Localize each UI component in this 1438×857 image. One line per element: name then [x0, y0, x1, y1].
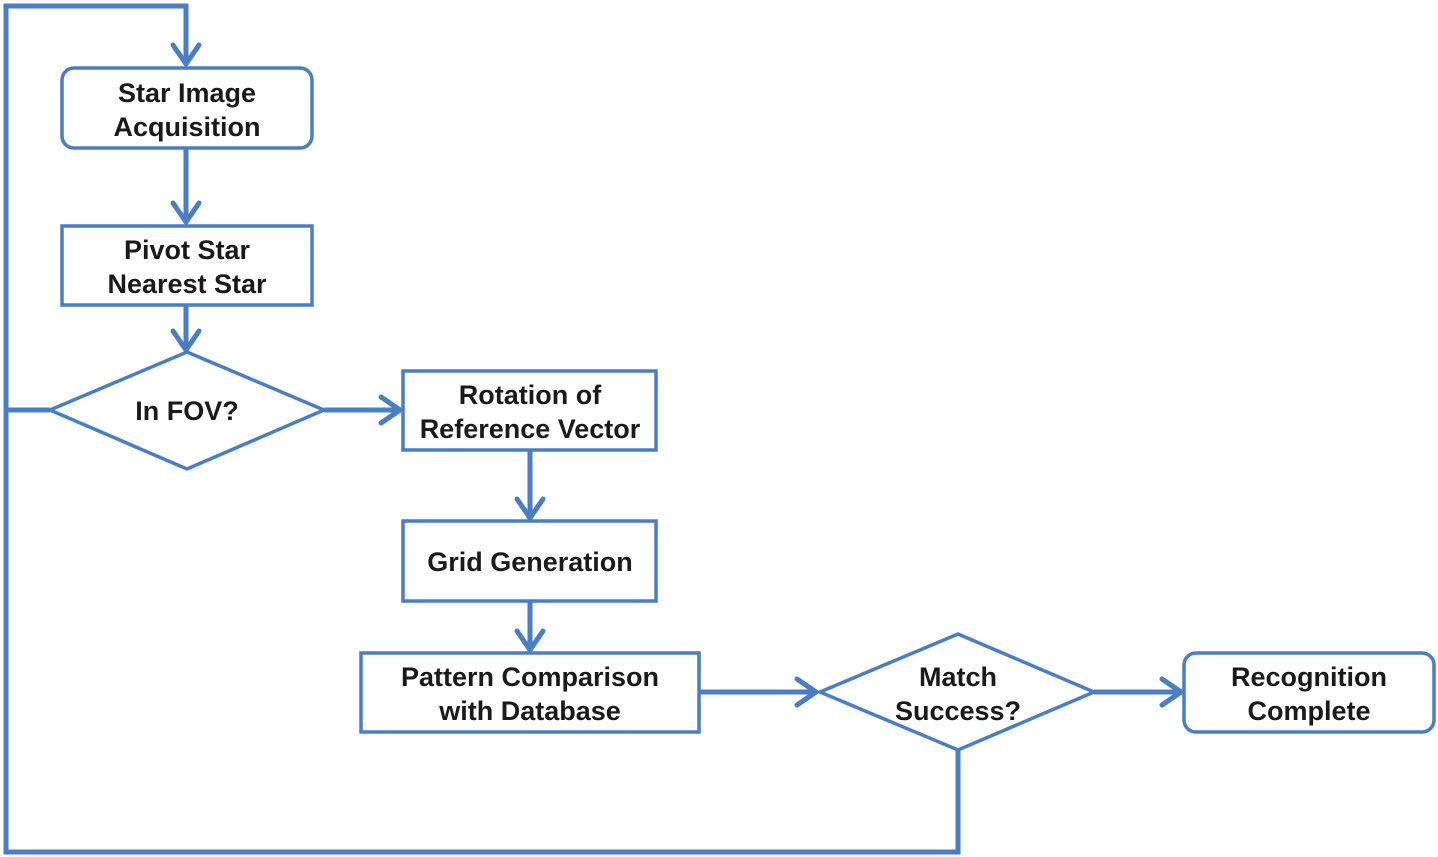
node-grid-generation: Grid Generation: [401, 519, 658, 603]
arrowhead-into-infov: [170, 328, 202, 353]
arrowhead-into-rotation: [378, 394, 403, 426]
node-star-image-acquisition-line-2: Acquisition: [114, 112, 261, 142]
node-rotation-line-2: Reference Vector: [420, 414, 641, 444]
node-pattern-comparison-line-2: with Database: [438, 696, 621, 726]
node-recognition-complete-line-2: Complete: [1247, 696, 1370, 726]
arrowhead-into-pattern: [514, 628, 546, 653]
node-match-success-line-1: Match: [919, 662, 997, 692]
node-match-success-line-2: Success?: [895, 696, 1021, 726]
node-rotation-reference-vector: Rotation of Reference Vector: [401, 369, 658, 452]
node-match-success: Match Success?: [815, 632, 1099, 752]
node-pivot-star: Pivot Star Nearest Star: [60, 224, 314, 307]
node-grid-generation-line-1: Grid Generation: [427, 547, 633, 577]
arrowhead-into-pivot: [170, 200, 202, 225]
node-pattern-comparison: Pattern Comparison with Database: [359, 651, 701, 734]
node-in-fov: In FOV?: [45, 350, 329, 471]
connector-match-loop-back: [3, 410, 961, 855]
node-rotation-line-1: Rotation of: [459, 380, 602, 410]
node-pattern-comparison-line-1: Pattern Comparison: [401, 662, 659, 692]
node-star-image-acquisition: Star Image Acquisition: [60, 66, 314, 150]
node-pivot-star-line-2: Nearest Star: [107, 269, 267, 299]
arrowhead-into-recognition: [1159, 676, 1184, 708]
arrowhead-into-grid: [514, 496, 546, 521]
node-in-fov-line-1: In FOV?: [135, 396, 239, 426]
node-star-image-acquisition-line-1: Star Image: [118, 78, 256, 108]
node-recognition-complete-line-1: Recognition: [1231, 662, 1387, 692]
arrowhead-into-acquisition: [170, 42, 202, 67]
node-pivot-star-line-1: Pivot Star: [124, 235, 251, 265]
node-recognition-complete: Recognition Complete: [1182, 651, 1436, 734]
connector-infov-loop-to-acquisition: [3, 3, 189, 413]
